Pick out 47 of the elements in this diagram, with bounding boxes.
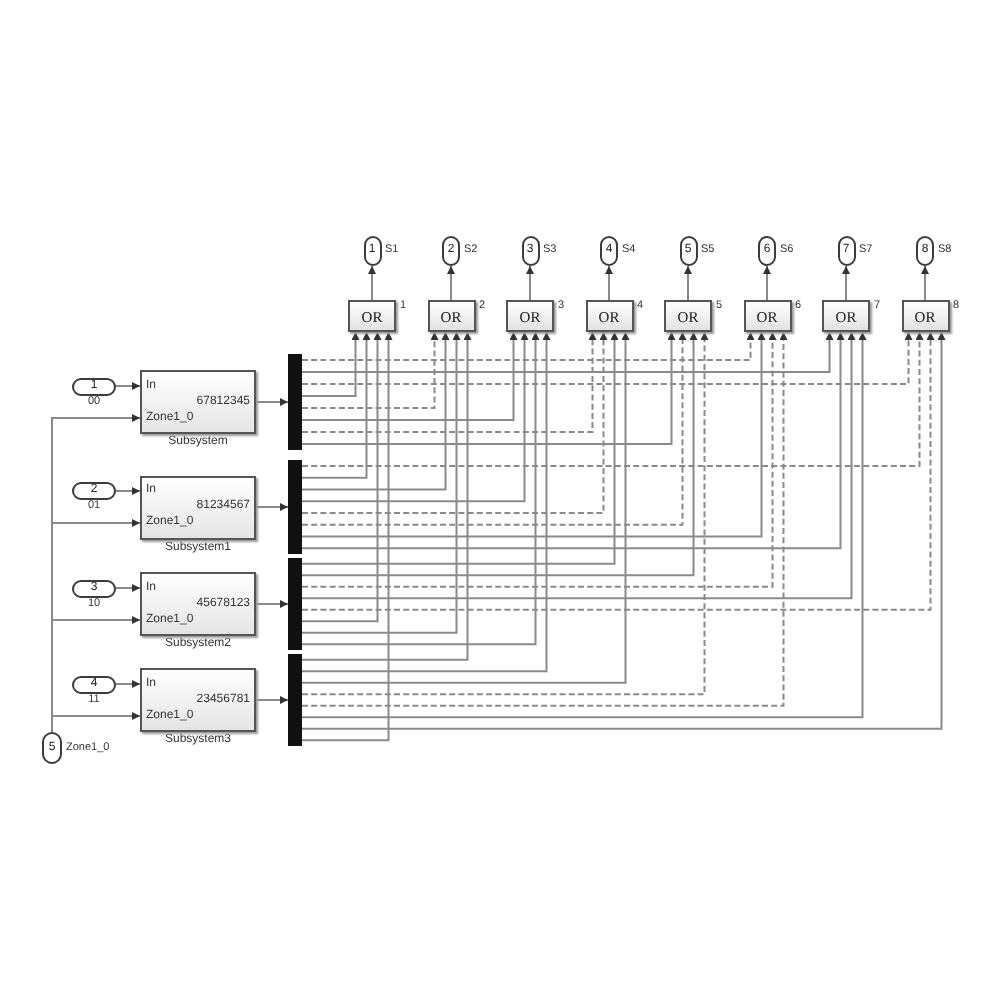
signal-line [526,265,534,301]
signal-line [301,331,360,397]
signal-line [301,331,619,565]
signal-line [255,600,289,608]
signal-line [684,265,692,301]
signal-line [301,331,924,467]
signal-line [115,487,141,495]
demux-bar [288,460,302,554]
signal-line [301,331,755,361]
signal-line [301,331,393,742]
signal-line [51,712,141,733]
signal-line [301,331,529,503]
signal-line [255,398,289,406]
signal-line [301,331,935,611]
signal-line [255,503,289,511]
signal-line [115,382,141,390]
signal-line [301,331,834,373]
signal-line [763,265,771,301]
signal-line [301,331,371,479]
signal-line [301,331,450,491]
demux-bar [288,354,302,450]
demux-bar [288,654,302,746]
signal-line [301,331,439,409]
signal-line [842,265,850,301]
signal-line [115,584,141,592]
signal-line [301,331,608,514]
signal-line [301,331,687,526]
signal-line [301,331,788,707]
signal-line [301,331,845,550]
signal-line [301,331,913,385]
signal-line [301,331,382,623]
demux-bar [288,558,302,650]
signal-line [447,265,455,301]
signal-line [301,331,856,600]
signal-line [921,265,929,301]
signal-line [301,331,709,696]
signal-line [605,265,613,301]
signal-line [301,331,777,588]
signal-line [115,680,141,688]
signal-line [301,331,676,445]
signal-line [301,331,597,433]
signal-line [368,265,376,301]
signal-line [301,331,766,538]
signal-line [255,696,289,704]
signal-line [301,331,518,421]
signal-line [301,331,630,684]
signal-line [301,331,698,577]
